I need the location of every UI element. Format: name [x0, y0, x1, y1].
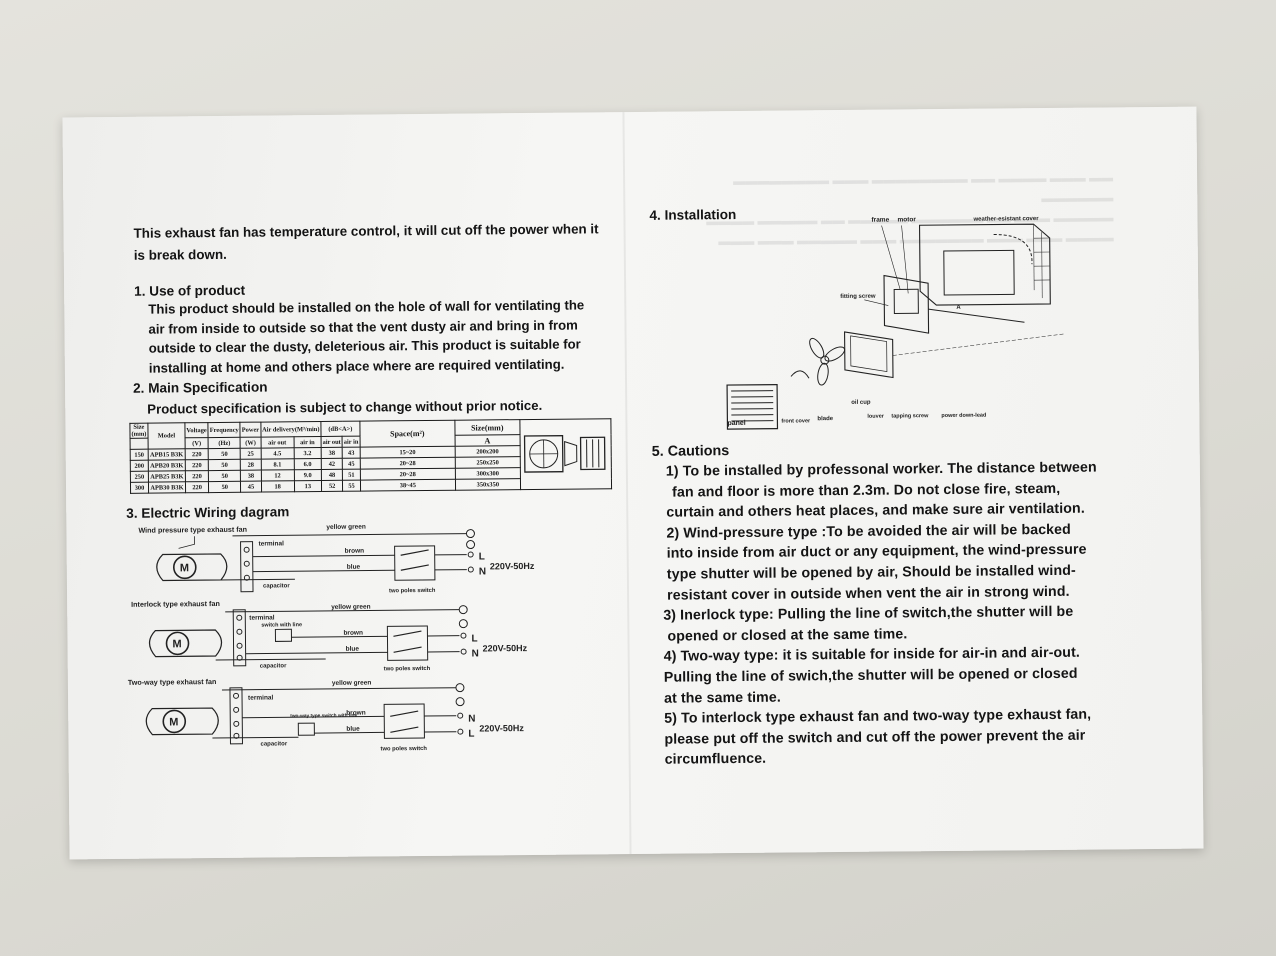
ground-icon [455, 697, 465, 707]
svg-text:Interlock type exhaust fan: Interlock type exhaust fan [131, 599, 220, 609]
th-air-delivery: Air delivery(M³/min) [260, 421, 322, 438]
installation-diagram: frame motor weather-esistant cover A fit… [726, 216, 1065, 430]
svg-text:capacitor: capacitor [260, 741, 287, 747]
ground-icon [458, 605, 468, 615]
fan-sketch-cell [519, 418, 612, 490]
svg-text:two poles switch: two poles switch [381, 746, 428, 752]
caution-line: circumfluence. [664, 751, 767, 769]
svg-text:L: L [479, 551, 485, 562]
svg-text:M: M [180, 562, 189, 574]
louver-panel-icon [726, 384, 779, 430]
page-fold [622, 112, 632, 855]
svg-text:blade: blade [817, 416, 833, 422]
svg-text:M: M [169, 716, 178, 728]
svg-text:brown: brown [345, 548, 365, 555]
svg-text:capacitor: capacitor [260, 663, 287, 669]
ground-icon [458, 619, 468, 629]
th-space: Space(m²) [359, 420, 455, 448]
spec-table: Size(mm) Model Voltage Frequency Power A… [129, 418, 612, 494]
section-wiring-heading: 3. Electric Wiring dagram [126, 504, 290, 521]
motor-icon [162, 709, 187, 734]
th-air-in: air in [293, 436, 322, 448]
th-voltage: Voltage [184, 422, 209, 438]
svg-text:blue: blue [346, 646, 360, 653]
th-unit-hz: (Hz) [208, 437, 241, 449]
svg-text:motor: motor [897, 216, 916, 223]
section-spec-heading: 2. Main Specification [132, 379, 268, 396]
wiring-diagram-wind-pressure: Wind pressure type exhaust fan M termina… [138, 524, 535, 595]
svg-text:yellow green: yellow green [331, 604, 370, 611]
th-a: A [454, 434, 520, 447]
th-air-out: air out [260, 436, 294, 449]
svg-text:terminal: terminal [259, 540, 285, 547]
th-unit-v: (V) [184, 437, 209, 449]
ground-icon [466, 540, 476, 550]
wall-icon [918, 223, 1051, 306]
instruction-sheet: ▬▬ ▬▬▬ ▬▬▬▬ ▬▬ ▬▬▬▬▬▬▬▬ ▬▬▬ ▬▬▬▬▬▬▬▬ ▬▬▬… [62, 106, 1204, 860]
svg-text:A: A [956, 305, 961, 311]
svg-text:220V-50Hz: 220V-50Hz [483, 643, 528, 653]
svg-text:front cover: front cover [781, 418, 811, 424]
svg-text:fitting screw: fitting screw [840, 294, 876, 300]
svg-text:capacitor: capacitor [263, 583, 290, 589]
svg-text:N: N [472, 648, 479, 659]
svg-text:N: N [479, 566, 486, 577]
svg-text:frame: frame [871, 217, 889, 224]
svg-text:brown: brown [343, 630, 363, 637]
svg-text:oil cup: oil cup [851, 400, 871, 406]
spec-note: Product specification is subject to chan… [147, 397, 543, 417]
th-db: (dB<A>) [320, 421, 360, 437]
svg-text:L: L [471, 633, 477, 644]
section-cautions-heading: 5. Cautions [651, 443, 730, 460]
motor-icon [172, 555, 197, 580]
svg-text:M: M [172, 638, 181, 650]
svg-text:yellow green: yellow green [332, 680, 371, 687]
svg-text:brown: brown [346, 710, 366, 717]
th-db-out: air out [321, 436, 343, 448]
svg-text:N: N [468, 714, 475, 725]
ground-icon [455, 683, 465, 693]
th-unit-w: (W) [240, 437, 261, 449]
th-power: Power [240, 422, 261, 438]
th-size: Size(mm) [129, 423, 148, 439]
svg-text:tapping screw: tapping screw [891, 413, 929, 419]
svg-text:two poles switch: two poles switch [384, 666, 431, 672]
wiring-diagrams: Wind pressure type exhaust fan M termina… [128, 524, 535, 753]
th-size-mm: Size(mm) [454, 419, 520, 436]
spec-table-wrap: Size(mm) Model Voltage Frequency Power A… [129, 418, 612, 494]
cautions-list: 1) To be installed by professonal worker… [663, 457, 1169, 771]
blade-icon [809, 337, 846, 386]
svg-text:220V-50Hz: 220V-50Hz [479, 723, 524, 733]
wiring-diagram-interlock: Interlock type exhaust fan M terminal sw… [131, 599, 528, 672]
fan-sketch-icon [523, 434, 606, 473]
th-db-in: air in [342, 436, 360, 448]
svg-text:two-way type switch with line: two-way type switch with line [290, 713, 357, 720]
ground-icon [465, 529, 475, 539]
svg-text:weather-esistant cover: weather-esistant cover [972, 216, 1039, 223]
svg-text:yellow green: yellow green [326, 524, 365, 531]
frame-icon [883, 274, 930, 334]
section-use-body: This product should be installed on the … [148, 297, 585, 376]
svg-text:blue: blue [346, 726, 360, 733]
svg-text:terminal: terminal [249, 614, 275, 621]
th-blank [130, 438, 149, 450]
wiring-diagram-two-way: Two-way type exhaust fan M terminal yell… [128, 677, 525, 752]
th-model: Model [147, 422, 186, 450]
svg-text:L: L [468, 729, 474, 740]
svg-text:220V-50Hz: 220V-50Hz [490, 561, 535, 571]
svg-text:louver: louver [867, 414, 884, 420]
svg-text:switch with line: switch with line [261, 622, 302, 628]
svg-text:Two-way type exhaust fan: Two-way type exhaust fan [128, 677, 217, 687]
intro-text: This exhaust fan has temperature control… [133, 221, 599, 263]
svg-text:terminal: terminal [248, 694, 274, 701]
svg-text:blue: blue [347, 564, 361, 571]
th-frequency: Frequency [208, 422, 241, 438]
motor-icon [165, 631, 190, 656]
svg-text:two poles switch: two poles switch [389, 588, 436, 594]
section-use-heading: 1. Use of product [134, 282, 246, 299]
svg-text:panel: panel [727, 420, 745, 427]
svg-text:Wind pressure type exhaust fan: Wind pressure type exhaust fan [138, 525, 247, 535]
svg-text:power down-lead: power down-lead [941, 413, 986, 419]
